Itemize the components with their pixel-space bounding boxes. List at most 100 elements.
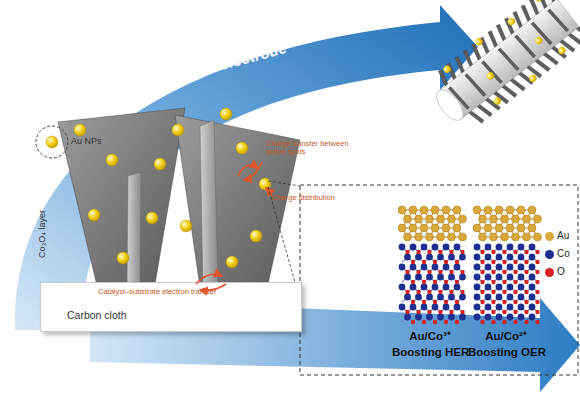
nanosheet-fin bbox=[548, 8, 569, 33]
gold-atom bbox=[501, 215, 509, 223]
cobalt-atom bbox=[454, 244, 461, 251]
gold-atom bbox=[484, 224, 492, 232]
oxygen-atom bbox=[480, 320, 484, 324]
cobalt-atom bbox=[459, 254, 466, 261]
gold-atom bbox=[490, 215, 498, 223]
nanosheet-edge bbox=[127, 172, 141, 293]
zoom-leader bbox=[268, 181, 300, 186]
cobalt-atom bbox=[485, 294, 492, 301]
legend-swatch bbox=[545, 268, 554, 277]
cobalt-atom bbox=[529, 274, 536, 281]
oxygen-atom bbox=[449, 290, 453, 294]
legend-swatch bbox=[545, 232, 554, 241]
cobalt-atom bbox=[399, 284, 406, 291]
oxygen-atom bbox=[416, 290, 420, 294]
oxygen-atom bbox=[513, 270, 517, 274]
gold-atom bbox=[495, 224, 503, 232]
oxygen-atom bbox=[405, 310, 409, 314]
cobalt-atom bbox=[496, 274, 503, 281]
gold-atom bbox=[442, 206, 450, 214]
gold-atom bbox=[473, 224, 481, 232]
oxygen-atom bbox=[535, 310, 539, 314]
gold-particle bbox=[74, 124, 86, 136]
cobalt-atom bbox=[474, 284, 481, 291]
layer-label: Co₃O₄ layer bbox=[37, 206, 47, 262]
gold-atom bbox=[398, 224, 406, 232]
cobalt-atom bbox=[507, 244, 514, 251]
cobalt-atom bbox=[507, 254, 514, 261]
cobalt-atom bbox=[437, 274, 444, 281]
oxygen-atom bbox=[460, 270, 464, 274]
gold-atom bbox=[506, 224, 514, 232]
nanosheet-fin bbox=[452, 56, 468, 73]
gold-particle bbox=[226, 256, 238, 268]
oxygen-atom bbox=[455, 260, 459, 264]
gold-atom bbox=[523, 215, 531, 223]
gold-particle bbox=[506, 16, 516, 26]
nanosheet-fin bbox=[568, 31, 580, 48]
cobalt-atom bbox=[410, 284, 417, 291]
oxygen-atom bbox=[427, 250, 431, 254]
cobalt-atom bbox=[507, 264, 514, 271]
gold-particle bbox=[534, 35, 544, 45]
oxygen-atom bbox=[491, 250, 495, 254]
gold-atom bbox=[495, 206, 503, 214]
callout-circle bbox=[35, 125, 69, 159]
oxygen-atom bbox=[433, 300, 437, 304]
cobalt-atom bbox=[474, 244, 481, 251]
gold-atom bbox=[420, 224, 428, 232]
oxygen-atom bbox=[491, 310, 495, 314]
cobalt-atom bbox=[496, 294, 503, 301]
nanosheet-fin bbox=[469, 109, 485, 126]
oxygen-atom bbox=[480, 300, 484, 304]
oxygen-atom bbox=[502, 290, 506, 294]
gold-particle bbox=[180, 220, 192, 232]
oxygen-atom bbox=[513, 300, 517, 304]
cobalt-atom bbox=[404, 254, 411, 261]
cobalt-atom bbox=[399, 264, 406, 271]
cobalt-atom bbox=[474, 264, 481, 271]
zoom-box bbox=[300, 185, 578, 375]
nanosheet-fin bbox=[498, 47, 519, 72]
oxygen-atom bbox=[502, 280, 506, 284]
nanosheet-fin bbox=[515, 34, 536, 59]
gold-atom bbox=[512, 233, 520, 241]
oxygen-atom bbox=[433, 260, 437, 264]
oxygen-atom bbox=[438, 270, 442, 274]
oxygen-atom bbox=[444, 280, 448, 284]
atomic-structures bbox=[398, 206, 542, 324]
cobalt-atom bbox=[415, 274, 422, 281]
oxygen-atom bbox=[427, 290, 431, 294]
gold-atom bbox=[534, 233, 542, 241]
gold-atom bbox=[528, 206, 536, 214]
fiber-electrode bbox=[421, 0, 580, 137]
cobalt-atom bbox=[529, 264, 536, 271]
cobalt-atom bbox=[448, 274, 455, 281]
cobalt-atom bbox=[432, 244, 439, 251]
oxygen-atom bbox=[535, 280, 539, 284]
cobalt-atom bbox=[404, 314, 411, 321]
cobalt-atom bbox=[485, 264, 492, 271]
oxygen-atom bbox=[444, 300, 448, 304]
transfer-arrow bbox=[196, 274, 222, 284]
oxygen-atom bbox=[411, 260, 415, 264]
nanosheet-fin bbox=[481, 60, 502, 85]
cobalt-atom bbox=[496, 244, 503, 251]
oxygen-atom bbox=[535, 260, 539, 264]
nanosheet-fin bbox=[576, 24, 580, 41]
cobalt-atom bbox=[432, 284, 439, 291]
cobalt-atom bbox=[518, 274, 525, 281]
oxygen-atom bbox=[524, 290, 528, 294]
oxygen-atom bbox=[480, 290, 484, 294]
oxygen-atom bbox=[416, 310, 420, 314]
node-title: Au/Co²⁺ bbox=[468, 328, 544, 343]
oxygen-atom bbox=[480, 310, 484, 314]
fiber-body bbox=[439, 0, 579, 119]
process-note: Charge distribution bbox=[272, 194, 335, 202]
gold-particle bbox=[117, 252, 129, 264]
nanosheet-fin bbox=[510, 76, 526, 93]
oxygen-atom bbox=[535, 290, 539, 294]
gold-atom bbox=[490, 233, 498, 241]
cobalt-atom bbox=[410, 304, 417, 311]
